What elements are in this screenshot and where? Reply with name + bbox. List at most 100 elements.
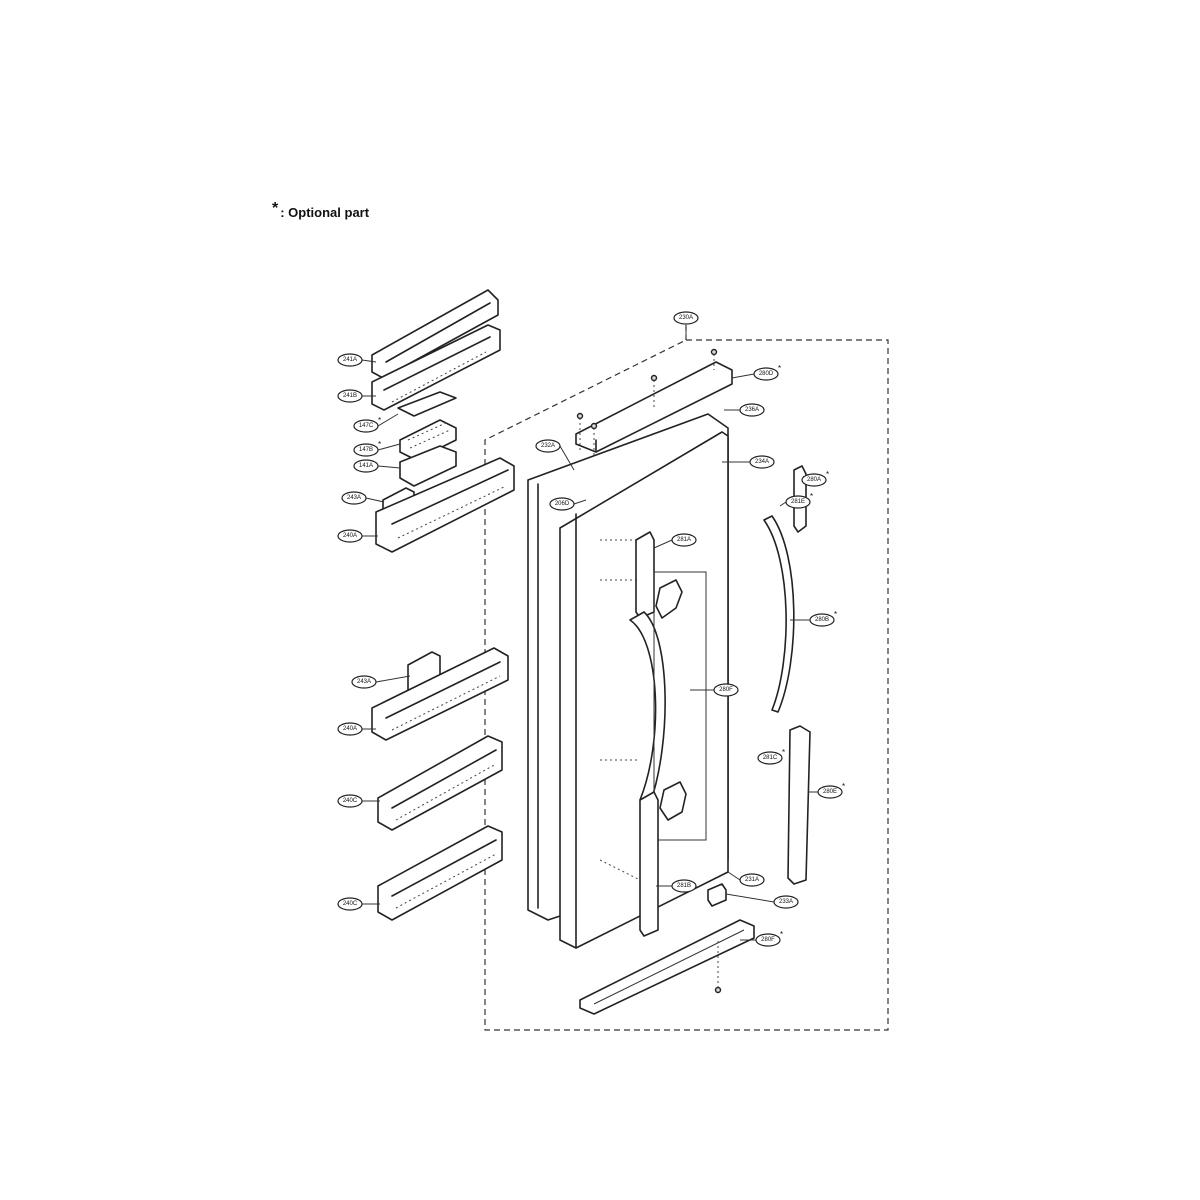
callout-label: 141A [359,463,373,469]
callout-oval [739,403,765,417]
callout-leader-line [779,501,787,507]
lower-door-basket-1 [377,735,503,831]
callout-label: 240C [343,901,358,907]
callout-oval [353,419,379,433]
callout-243a-top: 243A [341,491,367,505]
handle-bracket-box [653,571,707,841]
callout-206d: 206D [549,497,575,511]
handle-end-cap-bottom [787,725,811,885]
callout-oval [671,533,697,547]
liner-dotted-guides [599,539,641,881]
callout-label: 233A [779,899,793,905]
callout-oval [549,497,575,511]
optional-star-marker: * [780,930,783,939]
callout-label: 280A [807,477,821,483]
callout-label: 243A [347,495,361,501]
callout-label: 234A [755,459,769,465]
callout-oval [817,785,843,799]
callout-240c-1: 240C [337,794,363,808]
callout-oval [809,613,835,627]
callout-label: 280B [815,617,829,623]
optional-star-marker: * [378,440,381,449]
mid-door-basket [371,647,509,741]
callout-oval [337,529,363,543]
callout-oval [773,895,799,909]
callout-label: 281C [763,755,778,761]
callout-label: 280F [719,687,733,693]
callout-label: 281E [791,499,805,505]
callout-leader-line [731,373,755,379]
callout-label: 232A [541,443,555,449]
callout-oval [755,933,781,947]
callout-oval [351,675,377,689]
upper-door-basket [375,457,515,553]
callout-147c: 147C* [353,416,381,433]
optional-star-marker: * [826,470,829,479]
callout-oval [801,473,827,487]
callout-280f: 280F [713,683,739,697]
callout-label: 281B [677,883,691,889]
callout-280b: 280B * [809,610,837,627]
callout-leader-line [377,443,401,451]
callout-label: 230A [679,315,693,321]
screw-set [576,348,722,994]
callout-240a-mid: 240A [337,722,363,736]
callout-oval [739,873,765,887]
optional-star-marker: * [810,492,813,501]
callout-leader-line [573,499,587,505]
callout-231a: 231A [739,873,765,887]
callout-leader-line [375,675,411,683]
lower-door-basket-2 [377,825,503,921]
callout-233a: 233A [773,895,799,909]
callout-280f-bottom: 280F * [755,930,783,947]
handle-cover-upper [635,531,655,619]
callout-label: 243A [357,679,371,685]
callout-281b: 281B [671,879,697,893]
callout-leader-line [653,539,673,549]
optional-star-marker: * [778,364,781,373]
optional-star-symbol: * [272,200,279,217]
callout-230a: 230A [673,311,699,325]
callout-280d: 280D * [753,364,781,381]
callout-label: 206D [555,501,570,507]
callout-281c: 281C * [757,748,785,765]
callout-leader-line [377,413,399,427]
callout-oval [353,443,379,457]
callout-leader-line [725,893,775,903]
callout-label: 231A [745,877,759,883]
egg-tray-lid [397,391,457,417]
optional-star-marker: * [782,748,785,757]
upper-dairy-bin [371,324,501,411]
callout-oval [353,459,379,473]
callout-leader-line [559,445,575,471]
optional-part-legend: *: Optional part [272,200,369,222]
callout-oval [785,495,811,509]
handle-bar [763,515,795,713]
callout-281e: 281E * [785,492,813,509]
screw-guide-lines [579,354,719,988]
callout-240a: 240A [337,529,363,543]
callout-280a: 280A * [801,470,829,487]
callout-label: 280E [823,789,837,795]
callout-oval [337,722,363,736]
callout-labels: 230A241A241B147C*147B*141A243A240A232A20… [337,311,845,947]
callout-leader-line [727,871,741,881]
optional-star-marker: * [834,610,837,619]
callout-236a: 236A [739,403,765,417]
callout-240c-2: 240C [337,897,363,911]
callout-281a: 281A [671,533,697,547]
callout-label: 241A [343,357,357,363]
optional-star-marker: * [842,782,845,791]
callout-leader-line [377,465,401,469]
callout-leader-line [365,497,385,503]
callout-oval [341,491,367,505]
callout-243a-mid: 243A [351,675,377,689]
callout-label: 280F [761,937,775,943]
callout-label: 240A [343,533,357,539]
callout-label: 147C [359,423,374,429]
callout-label: 280D [759,371,774,377]
callout-label: 240C [343,798,358,804]
callout-oval [713,683,739,697]
callout-241a: 241A [337,353,363,367]
callout-oval [673,311,699,325]
